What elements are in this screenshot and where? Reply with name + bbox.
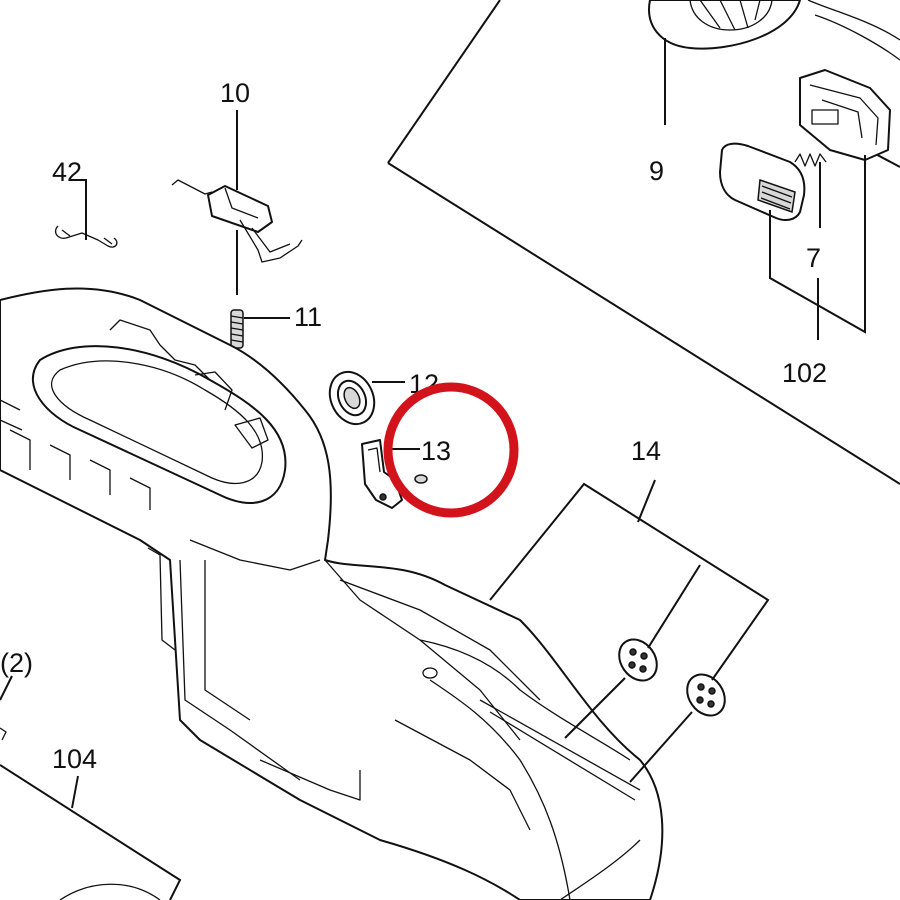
fan-part xyxy=(648,0,900,61)
label-9: 9 xyxy=(649,156,664,186)
label-104: 104 xyxy=(52,744,97,774)
bracket-part-13 xyxy=(361,439,428,509)
top-right-assembly xyxy=(387,0,900,485)
handle-housing-part xyxy=(0,287,664,900)
label-14: 14 xyxy=(631,436,661,466)
spring-clip-part xyxy=(54,179,118,248)
trigger-button-part xyxy=(719,142,806,221)
label-102: 102 xyxy=(782,358,827,388)
terminal-part xyxy=(171,110,303,295)
spring-part xyxy=(794,153,827,228)
label-11: 11 xyxy=(294,302,322,332)
screw-part-11 xyxy=(230,309,290,349)
label-10: 10 xyxy=(220,78,250,108)
label-2: (2) xyxy=(0,648,33,678)
highlight-circle xyxy=(383,382,519,518)
label-7: 7 xyxy=(806,243,821,273)
grommet-parts xyxy=(489,479,770,783)
left-leaders xyxy=(0,675,182,900)
part-labels: 10 42 11 12 13 14 9 7 102 (2) 104 xyxy=(0,78,827,774)
bearing-part xyxy=(328,370,405,426)
label-42: 42 xyxy=(52,157,82,187)
label-13: 13 xyxy=(421,436,451,466)
switch-housing-part xyxy=(799,69,891,161)
